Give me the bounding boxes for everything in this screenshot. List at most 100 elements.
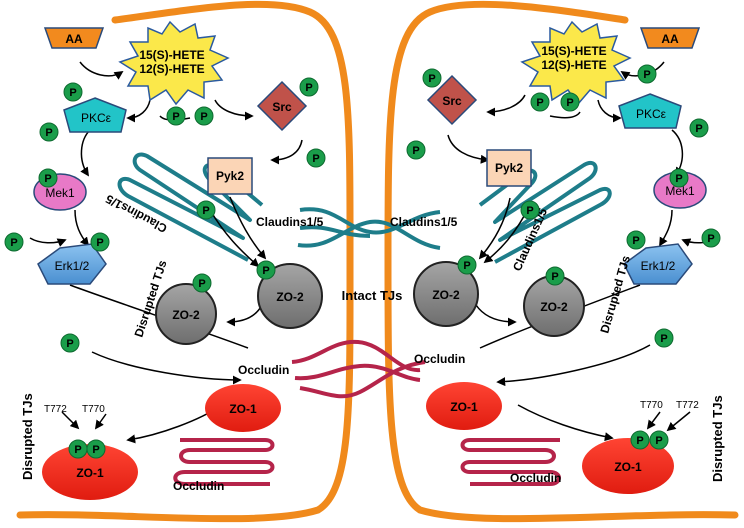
- right-cell-membrane: [384, 0, 739, 523]
- phosphate-label: P: [262, 265, 269, 277]
- pyk2-node-right: Pyk2: [486, 149, 532, 187]
- phosphate-label: P: [428, 73, 435, 85]
- disrupted-tjs-label-right-inner: Disrupted TJs: [597, 254, 633, 335]
- disrupted-tjs-label-left-outer: Disrupted TJs: [20, 393, 35, 480]
- phosphate-label: P: [660, 333, 667, 345]
- phosphate-label: P: [551, 271, 558, 283]
- phosphate-marker: [637, 64, 657, 84]
- occludin-disrupted-left: [173, 438, 275, 486]
- phosphate-marker: [689, 118, 709, 138]
- src-node-left: Src: [256, 80, 308, 132]
- phosphate-label: P: [44, 173, 51, 185]
- occludin-label-bottom-right: Occludin: [510, 471, 561, 485]
- claudin-disrupted-left: [117, 152, 264, 262]
- phosphate-label: P: [536, 97, 543, 109]
- phosphate-label: P: [566, 97, 573, 109]
- claudins-label-center-right: Claudins1/5: [390, 215, 458, 229]
- phosphate-label: P: [198, 278, 205, 290]
- svg-text:AA: AA: [65, 32, 83, 46]
- svg-text:Pyk2: Pyk2: [216, 169, 244, 183]
- phosphate-label: P: [707, 233, 714, 245]
- phosphate-marker: [626, 230, 646, 250]
- pyk2-node-left: Pyk2: [207, 157, 253, 195]
- occludin-label-center-right: Occludin: [414, 352, 465, 366]
- phosphate-marker: [299, 77, 319, 97]
- svg-text:PKCε: PKCε: [81, 111, 112, 125]
- phosphate-marker: [545, 266, 565, 286]
- svg-text:15(S)-HETE: 15(S)-HETE: [139, 48, 204, 62]
- phosphate-marker: [406, 140, 426, 160]
- phosphate-marker: [90, 232, 110, 252]
- svg-text:Mek1: Mek1: [665, 184, 695, 198]
- svg-text:12(S)-HETE: 12(S)-HETE: [139, 62, 204, 76]
- occludin-intact-2: [294, 363, 421, 382]
- phosphate-label: P: [643, 69, 650, 81]
- phosphate-marker: [192, 273, 212, 293]
- phosphate-label: P: [66, 338, 73, 350]
- mek1-node-right: Mek1: [653, 171, 707, 209]
- phosphate-marker: [86, 439, 106, 459]
- phosphate-marker: [457, 255, 477, 275]
- arrows-right: [447, 61, 719, 442]
- svg-text:ZO-1: ZO-1: [229, 402, 257, 416]
- svg-text:ZO-2: ZO-2: [432, 288, 460, 302]
- zo2-node-right-intact: ZO-2: [413, 261, 479, 327]
- zo2-node-left-disrupted: ZO-2: [155, 283, 217, 345]
- phosphate-marker: [654, 328, 674, 348]
- occludin-label-center-left: Occludin: [238, 363, 289, 377]
- intact-tjs-label: Intact TJs: [342, 288, 403, 303]
- claudins-label-center-left: Claudins1/5: [256, 215, 324, 229]
- claudin-disrupted-right: [478, 160, 612, 264]
- phosphate-label: P: [632, 235, 639, 247]
- phosphate-marker: [60, 333, 80, 353]
- phosphate-marker: [4, 232, 24, 252]
- phosphate-label: P: [526, 205, 533, 217]
- phosphate-marker: [256, 260, 276, 280]
- left-cell-membrane: [16, 0, 354, 523]
- phosphate-label: P: [305, 82, 312, 94]
- phosphate-label: P: [695, 123, 702, 135]
- zo1-node-left-intact: ZO-1: [205, 384, 281, 432]
- t772-label-right: T772: [676, 400, 699, 411]
- hete-burst-right: 15(S)-HETE 12(S)-HETE: [520, 20, 632, 106]
- phosphate-label: P: [312, 153, 319, 165]
- phosphate-label: P: [412, 145, 419, 157]
- phosphate-marker: [166, 106, 186, 126]
- phosphate-marker: [39, 122, 59, 142]
- phosphate-label: P: [172, 111, 179, 123]
- svg-text:ZO-1: ZO-1: [450, 400, 478, 414]
- erk-node-left: Erk1/2: [37, 243, 107, 285]
- phosphate-label: P: [10, 237, 17, 249]
- arrows-left: [29, 61, 303, 444]
- phosphate-label: P: [463, 260, 470, 272]
- claudin-intact-strand-2: [297, 219, 441, 250]
- svg-text:Erk1/2: Erk1/2: [55, 259, 90, 273]
- phosphate-label: P: [45, 127, 52, 139]
- phosphate-marker: [630, 430, 650, 450]
- claudin-intact-strand-3: [299, 225, 371, 238]
- phosphate-marker: [701, 228, 721, 248]
- t772-label-left: T772: [44, 404, 67, 415]
- phosphate-label: P: [200, 111, 207, 123]
- aa-node-left: AA: [43, 27, 105, 49]
- phosphate-marker: [194, 106, 214, 126]
- svg-text:Src: Src: [272, 100, 292, 114]
- svg-text:Mek1: Mek1: [45, 186, 75, 200]
- occludin-label-bottom-left: Occludin: [173, 479, 224, 493]
- pkc-node-left: PKCε: [63, 97, 127, 133]
- phosphate-marker: [306, 148, 326, 168]
- claudin-intact-strand-1: [299, 207, 441, 235]
- phosphate-marker: [63, 82, 83, 102]
- zo1-node-right-disrupted: ZO-1: [582, 438, 674, 494]
- svg-text:Src: Src: [442, 94, 462, 108]
- disrupted-tjs-label-right-outer: Disrupted TJs: [710, 395, 725, 482]
- phosphate-marker: [560, 92, 580, 112]
- phosphate-label: P: [675, 173, 682, 185]
- svg-text:Erk1/2: Erk1/2: [641, 259, 676, 273]
- phosphate-label: P: [636, 435, 643, 447]
- svg-text:15(S)-HETE: 15(S)-HETE: [541, 44, 606, 58]
- src-node-right: Src: [426, 74, 478, 126]
- phosphate-label: P: [655, 435, 662, 447]
